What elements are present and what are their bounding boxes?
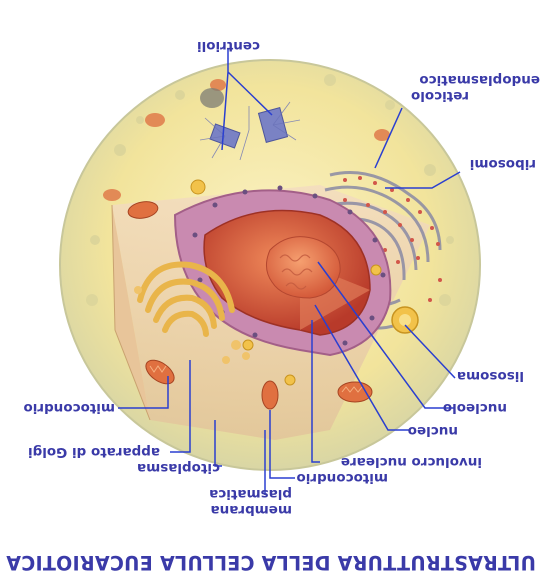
label-centrioli: centrioli [197, 38, 260, 54]
label-mitocondrio-left: mitocondrio [23, 400, 115, 416]
label-plasmatica: plasmatica [209, 486, 292, 502]
label-involucro-nucleare: involucro nucleare [341, 454, 482, 470]
label-mitocondrio-bottom: mitocondrio [296, 470, 388, 486]
mitochondrion-right [337, 381, 373, 403]
mitochondrion-left [145, 359, 175, 385]
label-reticolo: reticolo [411, 88, 469, 104]
mitochondrion-top-left [127, 201, 159, 219]
label-endoplasmatico: endoplasmatico [419, 72, 540, 88]
ribosomes [343, 176, 442, 302]
label-membrana: membrana [211, 502, 292, 518]
diagram-title: ULTRASTRUTTURA DELLA CELLULA EUCARIOTICA [6, 551, 536, 574]
label-apparato-di-golgi: apparato di Golgi [28, 444, 160, 460]
vesicles [190, 179, 382, 386]
lysosome [391, 306, 419, 334]
label-lisosoma: lisosoma [457, 368, 524, 384]
mitochondrion-bottom [261, 380, 279, 410]
golgi-apparatus [134, 261, 250, 364]
label-citoplasma: citoplasma [137, 460, 220, 476]
label-nucleolo: nucleolo [443, 400, 507, 416]
label-nucleo: nucleo [408, 423, 458, 439]
pointer-lines [118, 48, 461, 495]
nucleolus [266, 236, 341, 299]
label-ribosomi: ribosomi [470, 156, 536, 172]
